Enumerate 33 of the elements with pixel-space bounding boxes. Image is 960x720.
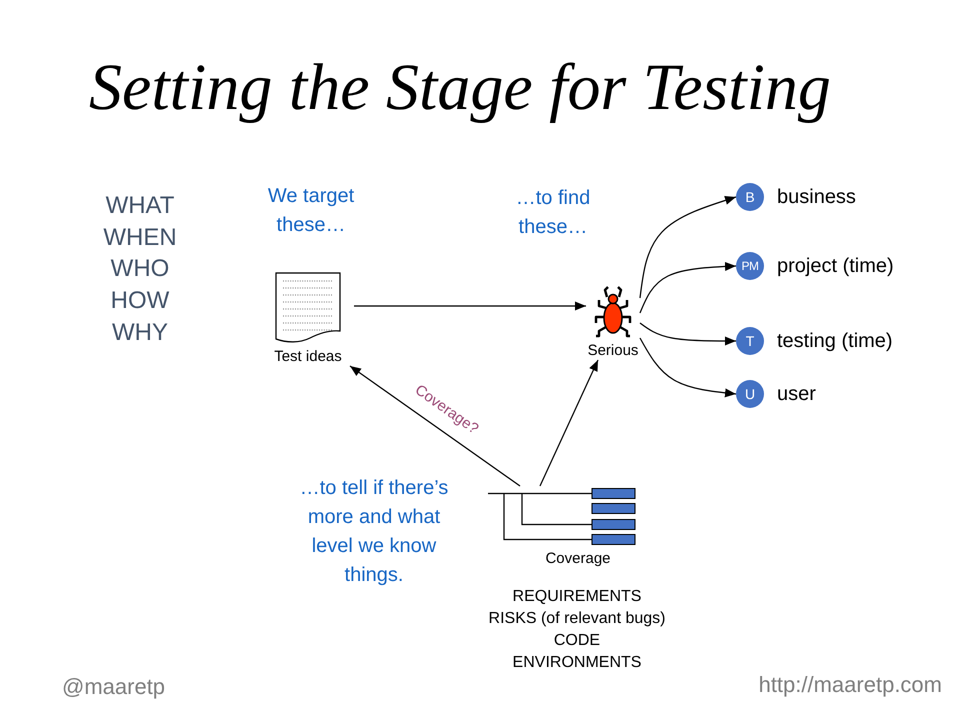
letter-badge: T <box>736 327 764 355</box>
letter-badge: PM <box>736 252 764 280</box>
list-item: ENVIRONMENTS <box>512 653 642 673</box>
arrow <box>639 196 736 298</box>
title: Setting the Stage for Testing <box>88 50 832 126</box>
node-label: Coverage <box>545 550 611 568</box>
annotation-text: We target these… <box>266 184 356 238</box>
node-caption: testing (time) <box>777 329 893 353</box>
letter-badge: U <box>736 380 764 408</box>
node-caption: user <box>777 382 816 406</box>
question-word: WHY <box>111 319 169 347</box>
arrow <box>539 360 599 486</box>
question-word: HOW <box>110 287 170 315</box>
list-item: RISKS (of relevant bugs) <box>488 609 666 629</box>
question-word: WHO <box>110 255 170 283</box>
footer-text: @maaretp <box>62 674 166 700</box>
arrow <box>639 262 736 314</box>
footer-text: http://maaretp.com <box>758 672 942 698</box>
node-label: Test ideas <box>274 348 342 366</box>
list-item: REQUIREMENTS <box>512 587 642 607</box>
letter-badge: B <box>736 183 764 211</box>
node-label: Serious <box>588 342 638 360</box>
node-caption: business <box>777 185 856 209</box>
question-word: WHEN <box>102 224 178 252</box>
arrow <box>354 302 586 310</box>
annotation-text: …to tell if there’s more and what level we know things. <box>298 476 450 588</box>
list-item: CODE <box>552 631 602 651</box>
arrow <box>639 338 736 398</box>
arrow <box>350 366 520 486</box>
arrow <box>640 322 736 346</box>
question-word: WHAT <box>104 192 176 220</box>
annotation-text: …to find these… <box>514 186 592 240</box>
node-caption: project (time) <box>777 254 894 278</box>
